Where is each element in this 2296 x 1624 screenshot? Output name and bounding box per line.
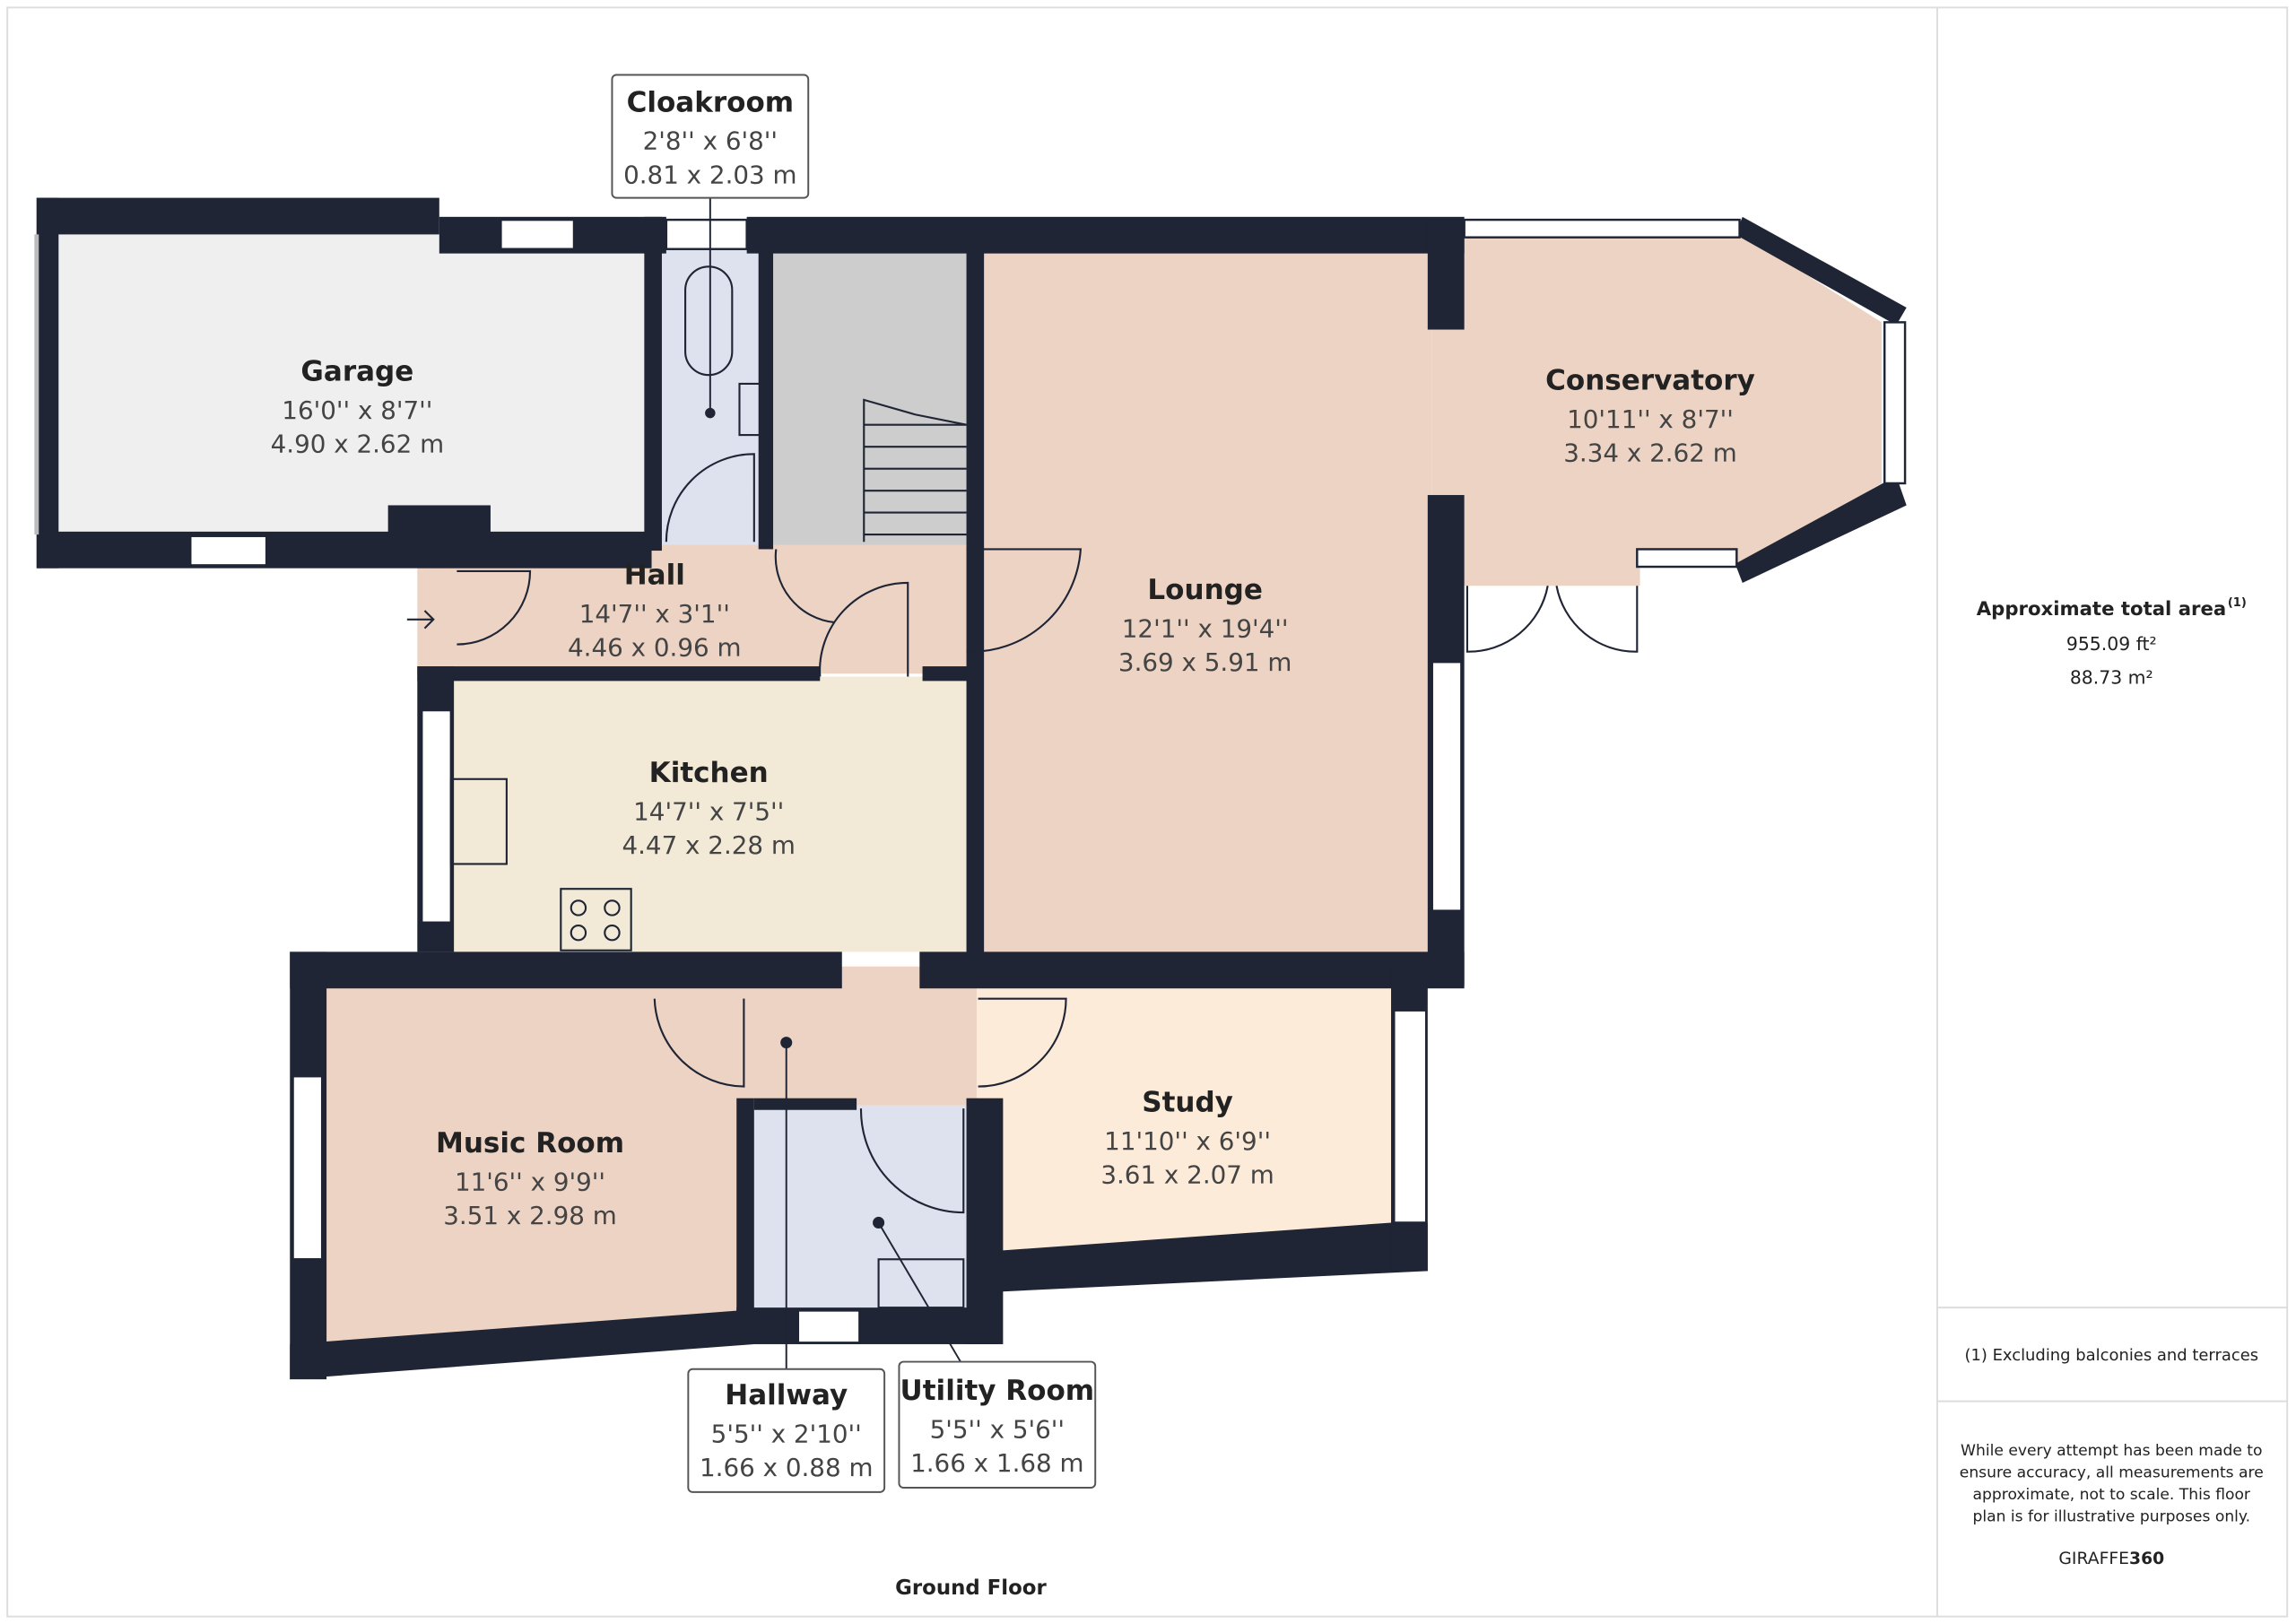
room-size-metric: 0.81 x 2.03 m [623,160,797,189]
window [1636,548,1738,569]
conservatory-floor [1431,234,1882,586]
room-name: Kitchen [649,757,769,789]
windows [34,218,1907,1344]
window [189,534,268,567]
room-size-metric: 1.66 x 0.88 m [700,1453,874,1482]
room-name: Utility Room [900,1375,1095,1407]
window [1883,321,1907,485]
disclaimer-line: ensure accuracy, all measurements are [1960,1464,2264,1482]
area-panel: Approximate total area(1) 955.09 ft² 88.… [1960,596,2264,1568]
area-title: Approximate total area [1977,598,2227,621]
room-utility-room: Utility Room 5'5'' x 5'6'' 1.66 x 1.68 m [900,1375,1095,1478]
room-size-metric: 4.46 x 0.96 m [568,633,742,663]
window [1393,1009,1428,1224]
window [291,1074,324,1261]
room-size-imperial: 14'7'' x 7'5'' [633,796,784,826]
room-name: Hall [624,560,685,592]
room-name: Music Room [436,1127,624,1159]
room-conservatory: Conservatory 10'11'' x 8'7'' 3.34 x 2.62… [1545,364,1755,467]
window [665,218,748,250]
hallway-callout [687,1368,886,1493]
disclaimer-line: approximate, not to scale. This floor [1973,1486,2251,1504]
room-size-metric: 4.47 x 2.28 m [622,830,796,860]
room-size-metric: 3.69 x 5.91 m [1118,647,1292,677]
room-size-imperial: 16'0'' x 8'7'' [282,395,432,425]
room-size-imperial: 5'5'' x 2'10'' [711,1419,862,1448]
disclaimer-line: plan is for illustrative purposes only. [1972,1508,2250,1526]
room-name: Lounge [1147,574,1262,606]
room-lounge: Lounge 12'1'' x 19'4'' 3.69 x 5.91 m [1118,574,1292,677]
room-size-metric: 4.90 x 2.62 m [271,430,444,459]
kitchen-floor [450,676,970,952]
room-name: Cloakroom [627,86,794,118]
window [500,218,576,250]
room-size-metric: 1.66 x 1.68 m [910,1448,1084,1478]
room-garage: Garage 16'0'' x 8'7'' 4.90 x 2.62 m [271,356,444,459]
room-kitchen: Kitchen 14'7'' x 7'5'' 4.47 x 2.28 m [622,757,796,860]
window [796,1309,861,1344]
disclaimer-line: While every attempt has been made to [1961,1442,2262,1460]
footnote: (1) Excluding balconies and terraces [1964,1346,2258,1365]
utility-callout [898,1360,1097,1489]
area-ft: 955.09 ft² [2066,633,2157,655]
room-cloakroom: Cloakroom 2'8'' x 6'8'' 0.81 x 2.03 m [623,86,797,189]
room-hall: Hall 14'7'' x 3'1'' 4.46 x 0.96 m [568,560,742,663]
brand-number: 360 [2129,1550,2164,1568]
room-size-imperial: 2'8'' x 6'8'' [643,126,778,156]
room-music-room: Music Room 11'6'' x 9'9'' 3.51 x 2.98 m [436,1127,624,1230]
hallway-floor [739,966,977,1106]
window [420,708,453,924]
staircase [863,398,967,543]
area-m: 88.73 m² [2070,667,2153,689]
area-heading: Approximate total area(1) [1977,596,2247,621]
area-note-marker: (1) [2228,596,2247,610]
walls [36,197,1907,1380]
room-size-imperial: 12'1'' x 19'4'' [1122,613,1289,643]
stairs-floor [773,248,971,550]
brand-text: GIRAFFE [2058,1550,2129,1568]
study-floor [976,985,1395,1257]
room-study: Study 11'10'' x 6'9'' 3.61 x 2.07 m [1100,1086,1274,1189]
room-size-imperial: 5'5'' x 5'6'' [930,1414,1065,1444]
lounge-floor [978,248,1432,955]
room-name: Hallway [725,1379,848,1411]
window [1431,660,1463,912]
music-room-floor [325,985,740,1344]
garage-floor [56,231,649,536]
room-size-imperial: 11'10'' x 6'9'' [1104,1126,1271,1156]
brand-logo: GIRAFFE360 [2058,1550,2164,1568]
cloakroom-callout [611,74,810,199]
room-size-metric: 3.51 x 2.98 m [443,1201,616,1230]
room-size-imperial: 14'7'' x 3'1'' [579,599,730,629]
window [1463,218,1741,239]
floor-label: Ground Floor [895,1576,1047,1600]
room-size-metric: 3.34 x 2.62 m [1563,438,1736,467]
leaders [705,197,961,1369]
room-hallway: Hallway 5'5'' x 2'10'' 1.66 x 0.88 m [700,1379,874,1482]
room-size-imperial: 10'11'' x 8'7'' [1567,404,1734,434]
doors [406,265,1639,1309]
room-size-metric: 3.61 x 2.07 m [1100,1159,1274,1189]
room-name: Garage [300,356,413,388]
room-size-imperial: 11'6'' x 9'9'' [455,1168,605,1197]
room-name: Study [1142,1086,1233,1118]
room-name: Conservatory [1545,364,1755,396]
